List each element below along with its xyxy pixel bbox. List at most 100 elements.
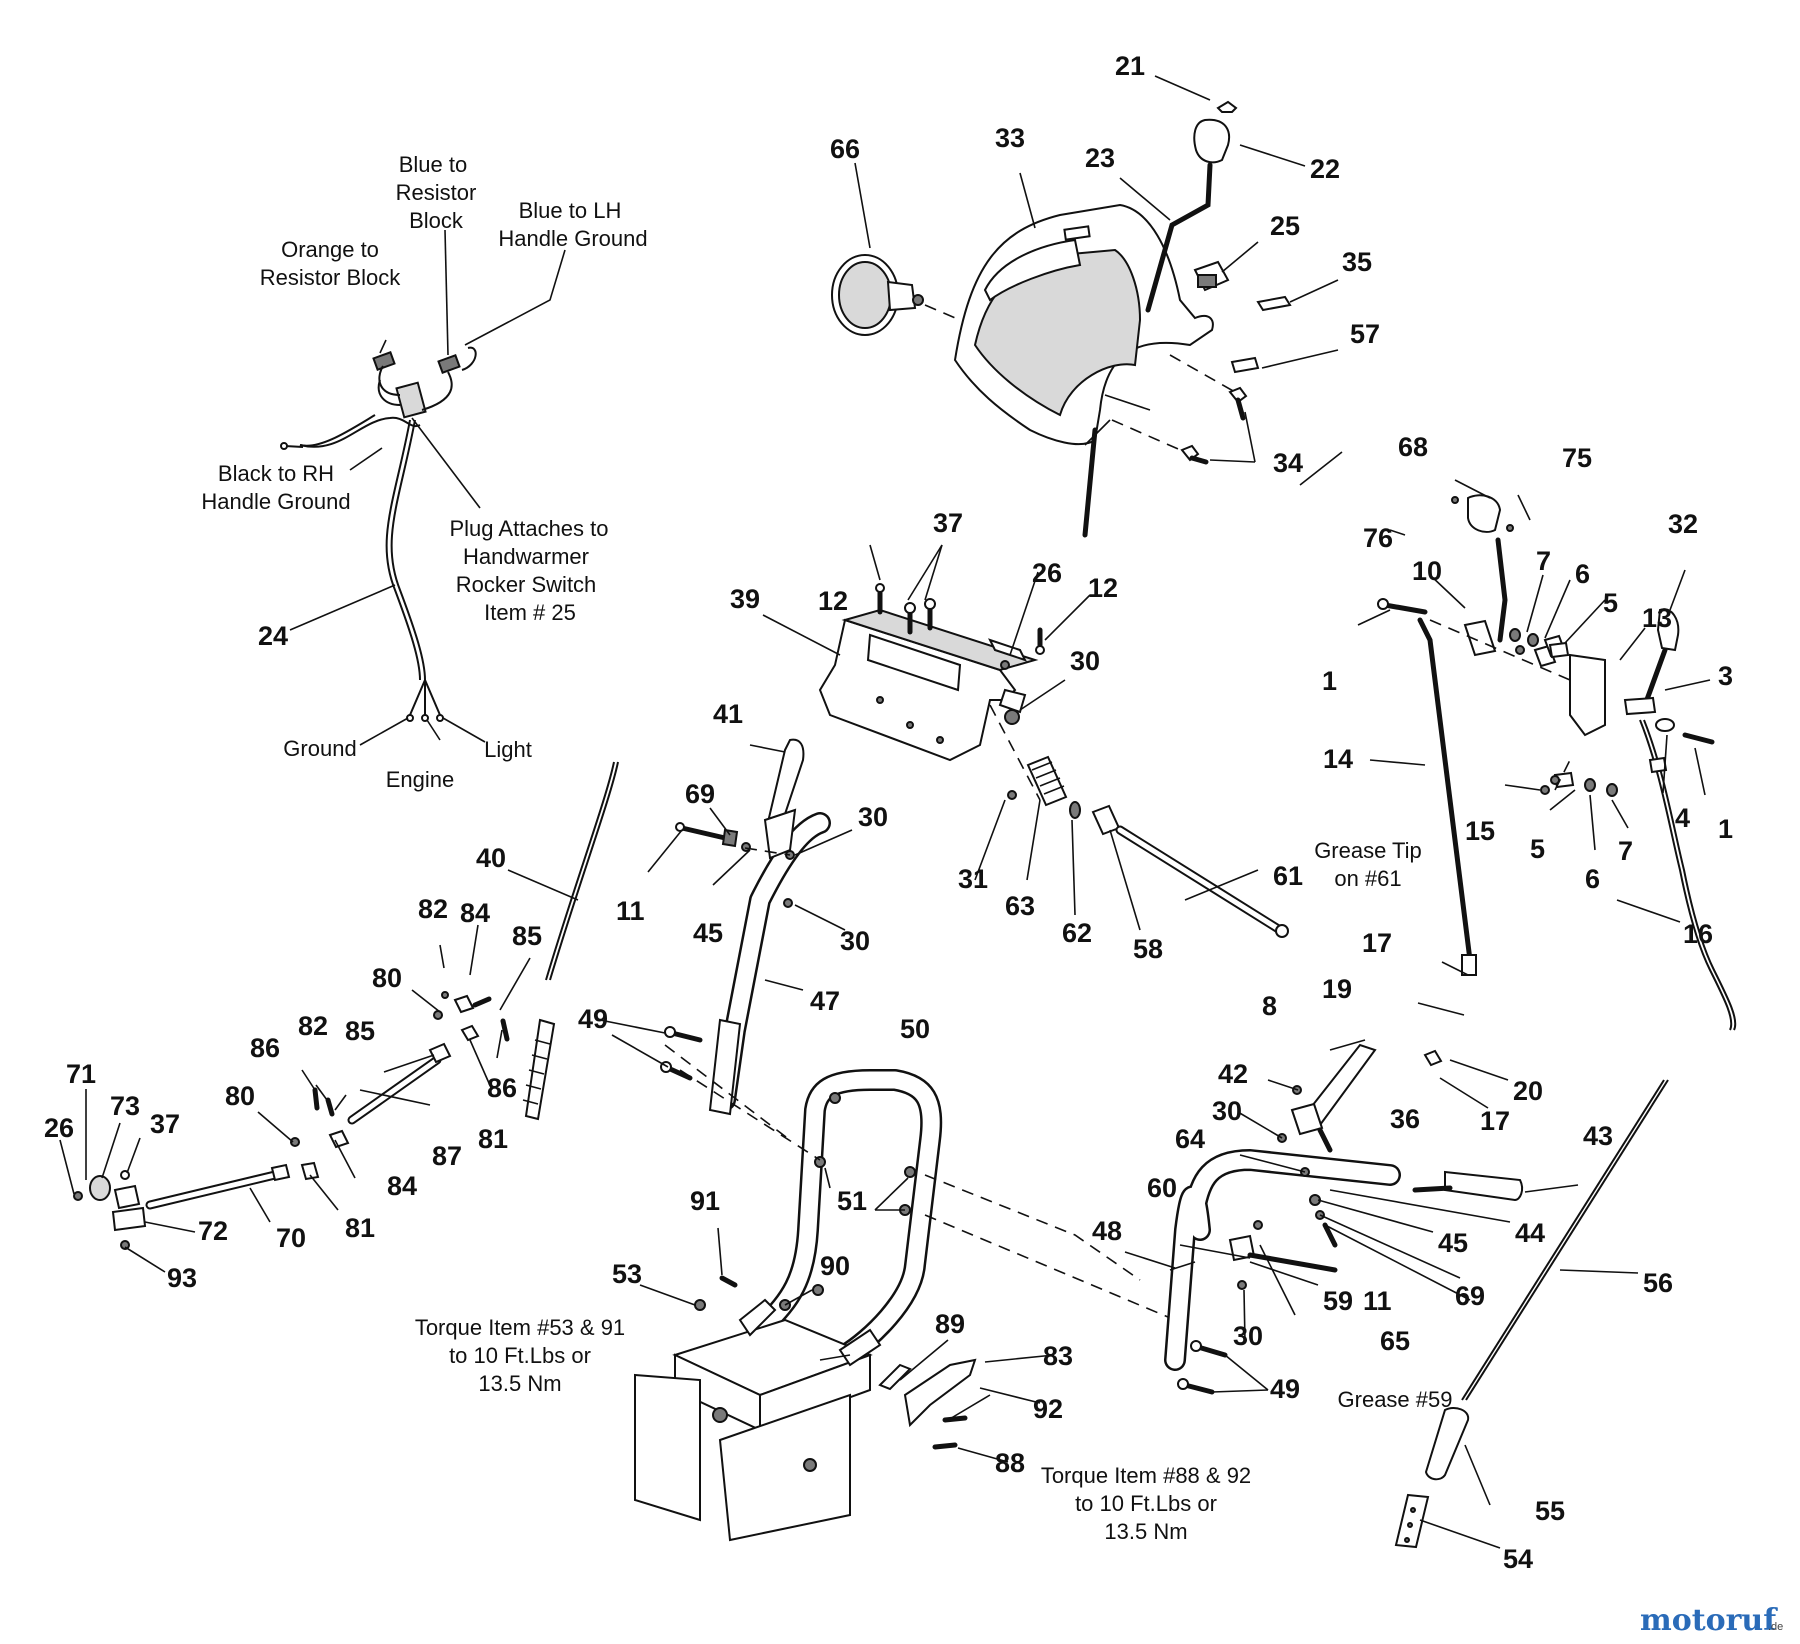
label-91: 91	[690, 1186, 720, 1216]
label-49a: 49	[578, 1004, 608, 1034]
wire-harness-24	[280, 346, 477, 722]
label-19: 19	[1322, 974, 1352, 1004]
label-84a: 84	[460, 898, 490, 928]
label-86a: 86	[250, 1033, 280, 1063]
part-number-labels: 21 22 23 33 66 25 35 57 34 68 75 76 10 3…	[44, 51, 1733, 1574]
base-plate-53	[634, 1275, 882, 1542]
label-81a: 81	[478, 1124, 508, 1154]
note-plug-1: Plug Attaches to	[450, 516, 609, 541]
label-49b: 49	[1270, 1374, 1300, 1404]
linkage-70	[145, 1163, 291, 1210]
label-45a: 45	[693, 918, 723, 948]
label-37a: 37	[933, 508, 963, 538]
note-grease-tip-2: on #61	[1334, 866, 1401, 891]
label-57: 57	[1350, 319, 1380, 349]
note-blue-lh-2: Handle Ground	[498, 226, 647, 251]
note-grease-59: Grease #59	[1338, 1387, 1453, 1412]
note-torque-53-2: to 10 Ft.Lbs or	[449, 1343, 591, 1368]
label-55: 55	[1535, 1496, 1565, 1526]
lever-10-68	[1451, 494, 1514, 657]
bolt-1	[1377, 598, 1428, 615]
label-82a: 82	[418, 894, 448, 924]
panel-bracket-39	[818, 608, 1039, 762]
label-50: 50	[900, 1014, 930, 1044]
label-40: 40	[476, 843, 506, 873]
note-blue-lh-1: Blue to LH	[519, 198, 622, 223]
label-14: 14	[1323, 744, 1353, 774]
label-12a: 12	[818, 586, 848, 616]
label-17b: 17	[1480, 1106, 1510, 1136]
headlight-66	[831, 254, 924, 336]
note-light: Light	[484, 737, 532, 762]
label-11a: 11	[616, 896, 645, 926]
label-22: 22	[1310, 154, 1340, 184]
label-30b: 30	[1070, 646, 1100, 676]
label-33: 33	[995, 123, 1025, 153]
label-26b: 26	[44, 1113, 74, 1143]
note-torque-88-2: to 10 Ft.Lbs or	[1075, 1491, 1217, 1516]
note-engine: Engine	[386, 767, 455, 792]
label-1b: 1	[1718, 814, 1733, 844]
label-59: 59	[1323, 1286, 1353, 1316]
grip-41	[763, 738, 805, 860]
note-plug-4: Item # 25	[484, 600, 576, 625]
label-6a: 6	[1575, 559, 1590, 589]
label-63: 63	[1005, 891, 1035, 921]
label-30a: 30	[1212, 1096, 1242, 1126]
label-83: 83	[1043, 1341, 1073, 1371]
label-34: 34	[1273, 448, 1303, 478]
label-64: 64	[1175, 1124, 1205, 1154]
label-69a: 69	[685, 779, 715, 809]
label-6b: 6	[1585, 864, 1600, 894]
crank-3-32	[1623, 608, 1715, 745]
label-23: 23	[1085, 143, 1115, 173]
label-90: 90	[820, 1251, 850, 1281]
label-25: 25	[1270, 211, 1300, 241]
note-torque-88-3: 13.5 Nm	[1104, 1519, 1187, 1544]
label-30c: 30	[858, 802, 888, 832]
label-42: 42	[1218, 1059, 1248, 1089]
cable-40	[522, 761, 619, 1121]
note-orange-2: Resistor Block	[260, 265, 402, 290]
label-66: 66	[830, 134, 860, 164]
plate-57	[1230, 356, 1260, 374]
label-92: 92	[1033, 1394, 1063, 1424]
rocker-switch-25	[1193, 260, 1230, 292]
label-72: 72	[198, 1216, 228, 1246]
lever-8	[1290, 1043, 1377, 1136]
label-26a: 26	[1032, 558, 1062, 588]
label-80b: 80	[225, 1081, 255, 1111]
shift-lever-23	[1145, 100, 1238, 313]
annotation-notes: Blue to Resistor Block Blue to LH Handle…	[201, 152, 1452, 1544]
linkage-parts-small	[73, 991, 510, 1250]
cable-16	[1639, 719, 1737, 1031]
label-1a: 1	[1322, 666, 1337, 696]
label-56: 56	[1643, 1268, 1673, 1298]
label-30d: 30	[840, 926, 870, 956]
note-plug-3: Rocker Switch	[456, 572, 597, 597]
linkage-87	[347, 1042, 452, 1125]
clip-35	[1256, 295, 1292, 312]
watermark-logo: motoruf .de	[1640, 1603, 1783, 1638]
note-blue-resistor-1: Blue to	[399, 152, 468, 177]
note-blue-resistor-3: Block	[409, 208, 464, 233]
right-handle-48	[1164, 1149, 1401, 1371]
label-93: 93	[167, 1263, 197, 1293]
label-76: 76	[1363, 523, 1393, 553]
label-65: 65	[1380, 1326, 1410, 1356]
label-21: 21	[1115, 51, 1145, 81]
label-13: 13	[1642, 603, 1672, 633]
label-88: 88	[995, 1448, 1025, 1478]
label-15: 15	[1465, 816, 1495, 846]
label-7a: 7	[1536, 546, 1551, 576]
label-8: 8	[1262, 991, 1277, 1021]
label-75: 75	[1562, 443, 1592, 473]
label-45b: 45	[1438, 1228, 1468, 1258]
label-31: 31	[958, 864, 988, 894]
label-43: 43	[1583, 1121, 1613, 1151]
spring-shaft-61	[989, 704, 1289, 938]
label-73: 73	[110, 1091, 140, 1121]
label-82b: 82	[298, 1011, 328, 1041]
label-85a: 85	[512, 921, 542, 951]
label-30e: 30	[1233, 1321, 1263, 1351]
